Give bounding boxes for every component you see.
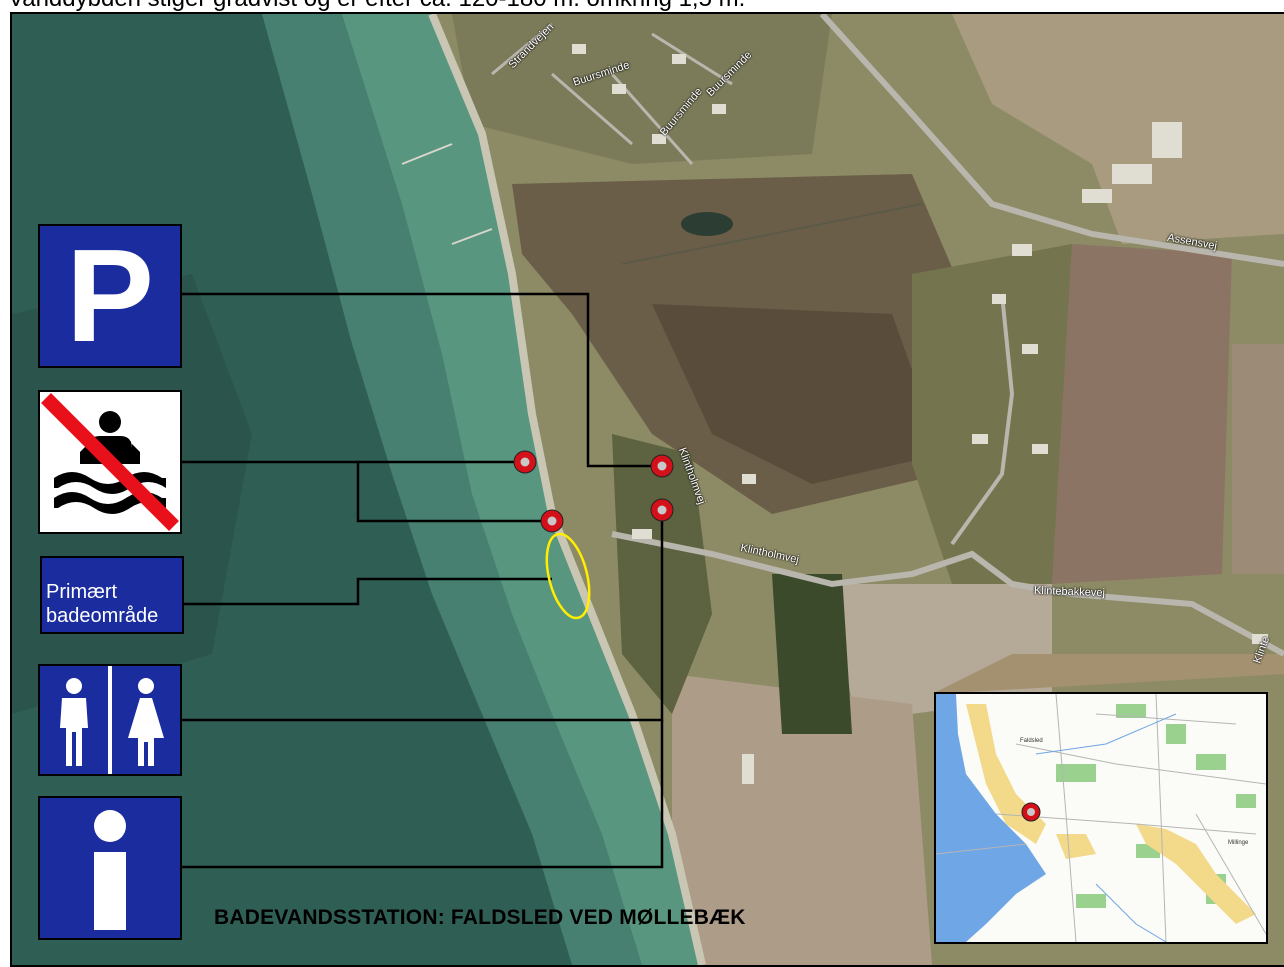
header-description: Vanddybden stiger gradvist og er efter c… <box>8 0 1278 12</box>
inset-label-town: Faldsled <box>1020 738 1043 744</box>
primary-bathing-zone <box>545 532 591 620</box>
info-icon <box>38 796 182 940</box>
marker-parking <box>650 454 674 478</box>
info-symbol <box>94 810 126 930</box>
primary-label-line1: Primært <box>46 581 118 603</box>
inset-overview-map: Faldsled Millinge <box>934 692 1268 944</box>
no-bathing-symbol <box>41 393 179 531</box>
no-bathing-icon <box>38 390 182 534</box>
road-label-klintebakkevej: Klintebakkevej <box>1033 584 1106 600</box>
primary-bathing-area-legend: Primært badeområde <box>40 556 184 634</box>
legend-connector-lines <box>172 292 664 869</box>
inset-label-village: Millinge <box>1228 840 1249 846</box>
parking-icon: P <box>38 224 182 368</box>
parking-letter: P <box>65 222 155 369</box>
primary-bathing-area-label: Primært badeområde <box>46 580 158 628</box>
primary-label-line2: badeområde <box>46 605 159 627</box>
location-markers <box>513 450 674 533</box>
map-frame: Strandvejen Buursminde Buursminde Buursm… <box>10 12 1284 967</box>
aerial-map <box>12 14 1284 965</box>
marker-no-bathing-north <box>513 450 537 474</box>
marker-facilities <box>650 498 674 522</box>
station-title: BADEVANDSSTATION: FALDSLED VED MØLLEBÆK <box>214 906 746 929</box>
inset-map-graphic <box>936 694 1266 942</box>
toilet-icon <box>38 664 182 776</box>
toilet-symbol <box>40 666 180 774</box>
marker-no-bathing-south <box>540 509 564 533</box>
